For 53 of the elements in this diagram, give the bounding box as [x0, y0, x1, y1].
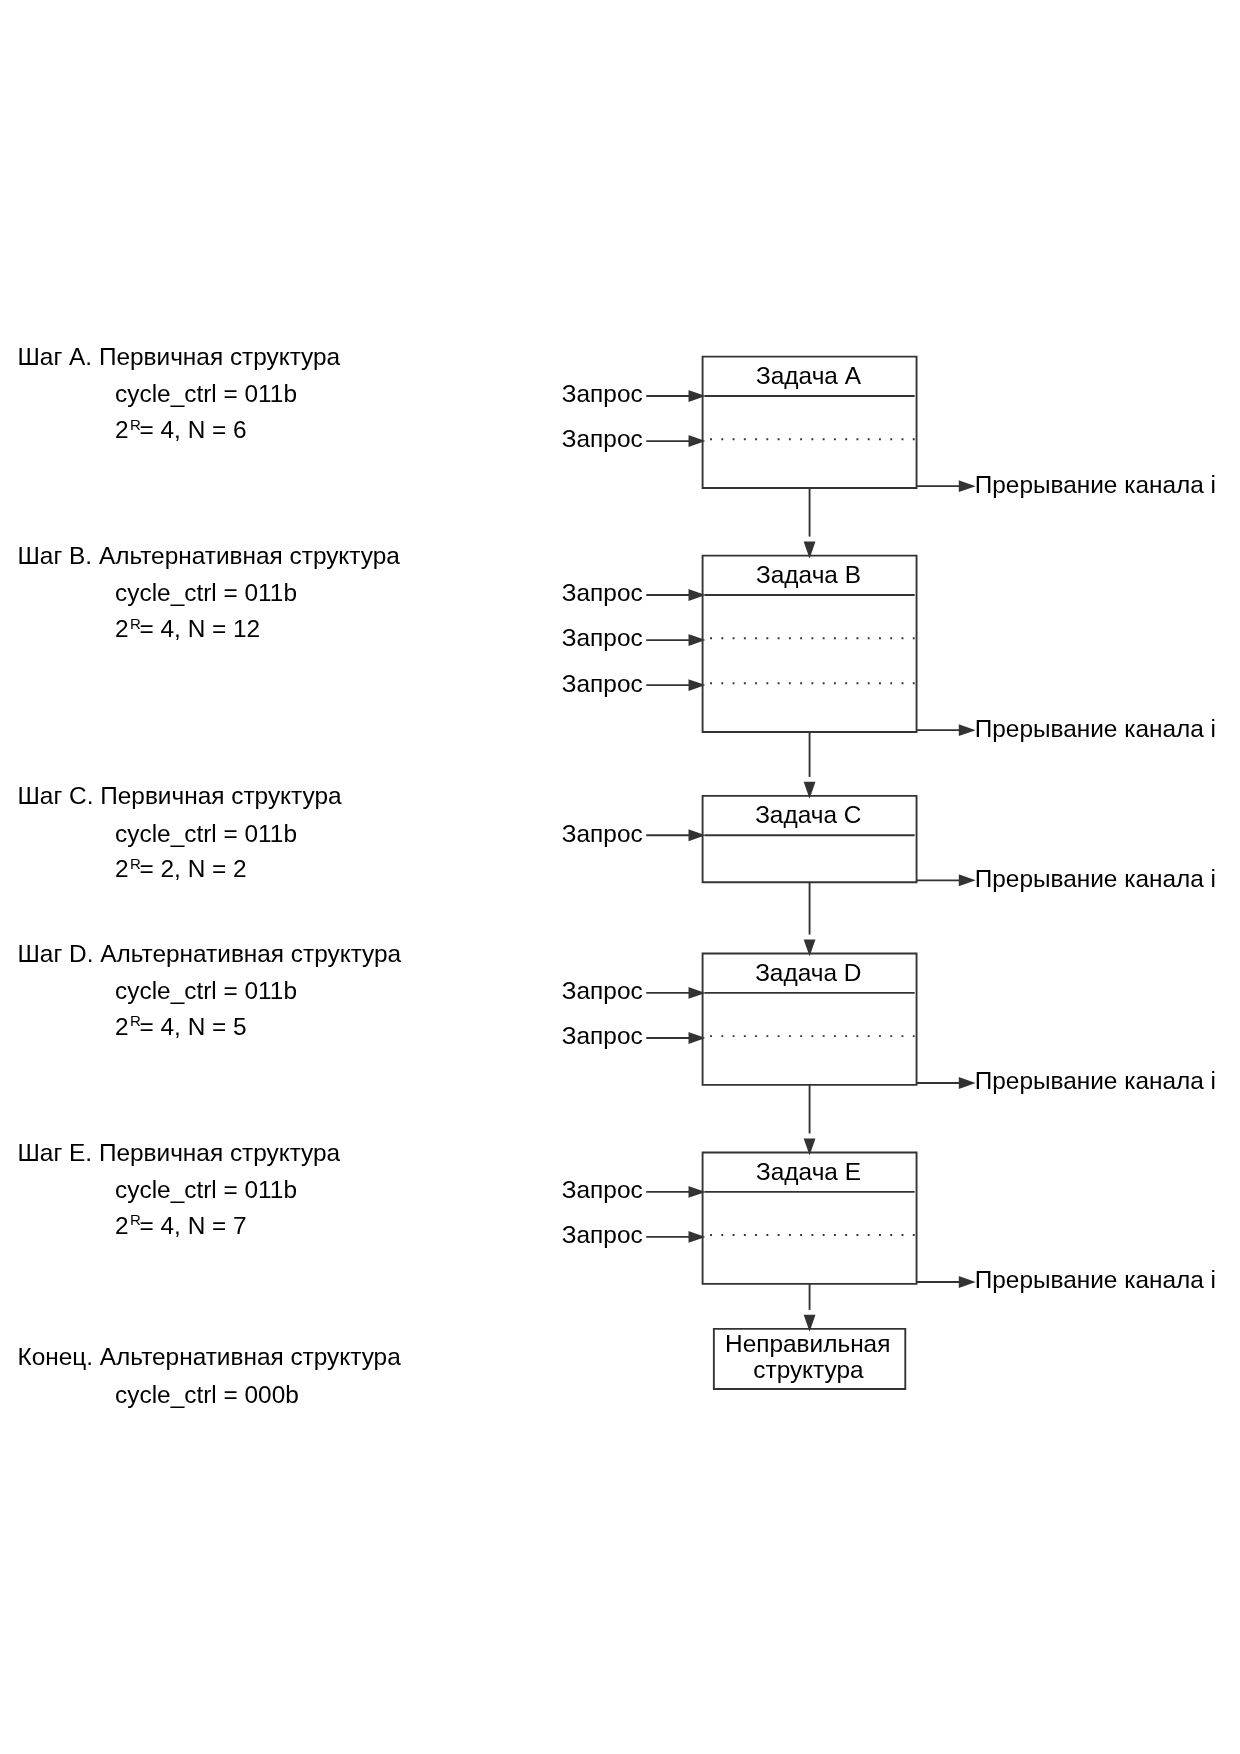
- arrow: [645, 389, 706, 402]
- arrow: [803, 486, 816, 558]
- label: cycle_ctrl = 011b: [115, 1175, 298, 1203]
- label: Шаг B. Альтернативная структура: [17, 541, 400, 569]
- label: cycle_ctrl = 000b: [115, 1380, 299, 1408]
- node-box: Неправильная структура: [712, 1327, 907, 1390]
- arrow: [645, 986, 706, 999]
- arrow: [803, 730, 816, 799]
- label: Шаг E. Первичная структура: [17, 1138, 341, 1166]
- arrow: [915, 1275, 976, 1288]
- arrow: [803, 1282, 816, 1332]
- label: 2$^{R}$= 4, N = 12: [115, 614, 261, 642]
- node-text: Запрос: [561, 623, 643, 651]
- label: cycle_ctrl = 011b: [115, 819, 298, 847]
- label: Шаг D. Альтернативная структура: [17, 939, 402, 967]
- arrow: [645, 678, 706, 691]
- node-text: Запрос: [561, 668, 643, 696]
- label: cycle_ctrl = 011b: [115, 578, 298, 606]
- node-text: Запрос: [561, 578, 643, 606]
- arrow: [915, 479, 976, 492]
- node-text: Прерывание канала i: [974, 864, 1216, 892]
- node-text: Прерывание канала i: [974, 1265, 1216, 1293]
- label: Конец. Альтернативная структура: [17, 1342, 401, 1370]
- label: 2$^{R}$= 2, N = 2: [115, 854, 247, 882]
- arrow: [645, 633, 706, 646]
- node-text: Прерывание канала i: [974, 1066, 1216, 1094]
- arrow: [645, 434, 706, 447]
- label: 2$^{R}$= 4, N = 5: [115, 1011, 247, 1040]
- arrow: [915, 873, 976, 886]
- arrow: [645, 1031, 706, 1044]
- node-text: Прерывание канала i: [974, 714, 1216, 742]
- node-text: Запрос: [561, 1175, 643, 1203]
- arrow: [803, 1083, 816, 1155]
- arrow: [915, 1076, 976, 1089]
- arrow: [645, 1185, 706, 1198]
- arrow: [645, 828, 706, 841]
- label: cycle_ctrl = 011b: [115, 379, 298, 407]
- arrow: [803, 880, 816, 956]
- node-text: Запрос: [561, 424, 643, 452]
- label: Шаг A. Первичная структура: [17, 342, 341, 370]
- label: cycle_ctrl = 011b: [115, 976, 298, 1004]
- arrow: [915, 723, 976, 736]
- label: Шаг C. Первичная структура: [17, 781, 342, 809]
- node-text: Запрос: [561, 379, 643, 407]
- arrow: [645, 588, 706, 601]
- node-text: Запрос: [561, 819, 643, 847]
- label: 2$^{R}$= 4, N = 7: [115, 1210, 247, 1239]
- arrow: [645, 1230, 706, 1243]
- node-text: Запрос: [561, 1220, 643, 1248]
- label: 2$^{R}$= 4, N = 6: [115, 415, 247, 443]
- node-text: Запрос: [561, 976, 643, 1004]
- node-text: Запрос: [561, 1021, 643, 1049]
- node-text: Прерывание канала i: [974, 470, 1216, 498]
